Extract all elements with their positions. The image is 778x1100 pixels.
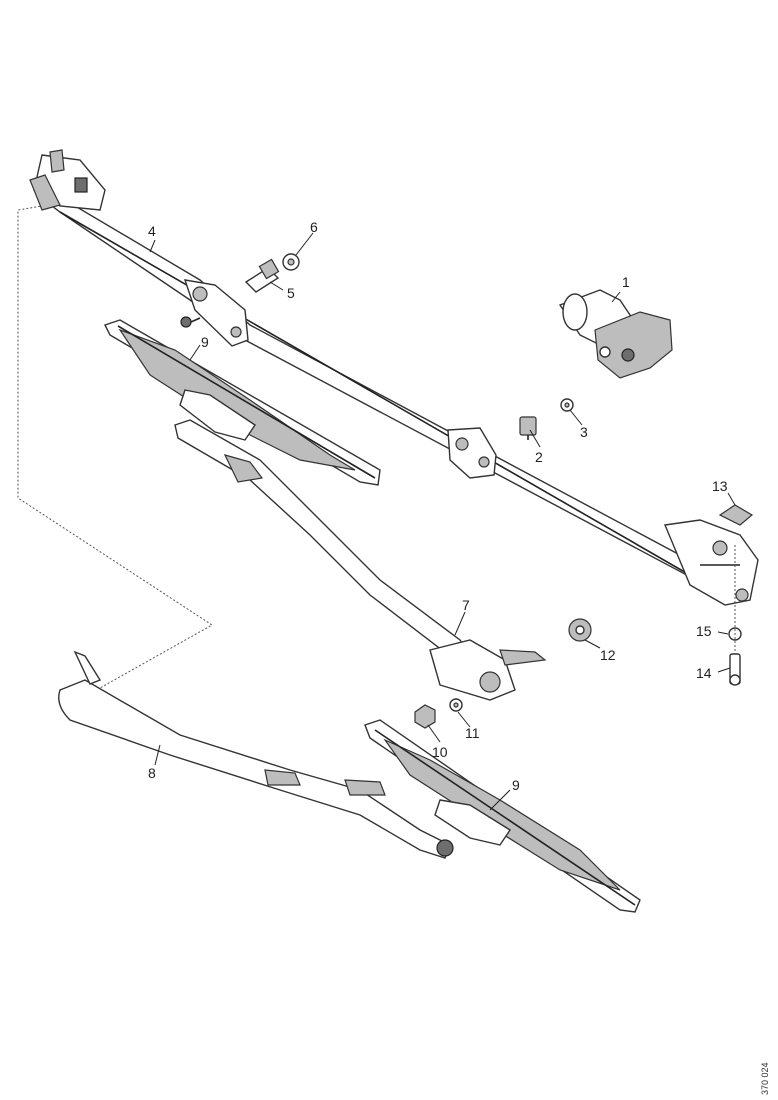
figure-code: 370 024 <box>760 1062 770 1095</box>
grommet-hole <box>575 625 585 635</box>
callout-14: 14 <box>696 665 712 681</box>
callout-10: 10 <box>432 744 448 760</box>
wiper-motor <box>558 289 673 379</box>
arm-washer-hole <box>453 702 459 708</box>
lower-wiper-blade <box>364 719 641 913</box>
clip <box>718 504 754 526</box>
center-bracket <box>183 279 249 347</box>
pivot-nut-hole <box>287 258 295 266</box>
wiper-linkage <box>29 149 759 606</box>
callout-1: 1 <box>622 274 630 290</box>
callout-9-lower: 9 <box>512 777 520 793</box>
mounting-bolt <box>729 653 741 686</box>
callout-15: 15 <box>696 623 712 639</box>
callout-13: 13 <box>712 478 728 494</box>
callout-3: 3 <box>580 424 588 440</box>
dashed-guide-line <box>17 204 213 689</box>
right-pivot-bracket <box>664 519 759 606</box>
callout-11: 11 <box>465 725 480 741</box>
left-pivot-bracket <box>29 149 106 211</box>
pivot-shaft <box>244 258 280 293</box>
callout-9-upper: 9 <box>201 334 209 350</box>
callout-8: 8 <box>148 765 156 781</box>
upper-wiper-blade <box>104 319 381 486</box>
callout-12: 12 <box>600 647 616 663</box>
callout-4: 4 <box>148 223 156 239</box>
bolt <box>519 416 537 440</box>
lower-wiper-arm <box>58 650 454 859</box>
callout-5: 5 <box>287 285 295 301</box>
arm-nut <box>414 704 436 729</box>
washer-hole <box>564 402 570 408</box>
callout-2: 2 <box>535 449 543 465</box>
small-bolt <box>180 316 201 328</box>
callout-6: 6 <box>310 219 318 235</box>
callout-7: 7 <box>462 597 470 613</box>
leader-lines <box>149 232 736 811</box>
wiper-arm <box>174 419 547 701</box>
motor-mount <box>447 427 497 479</box>
